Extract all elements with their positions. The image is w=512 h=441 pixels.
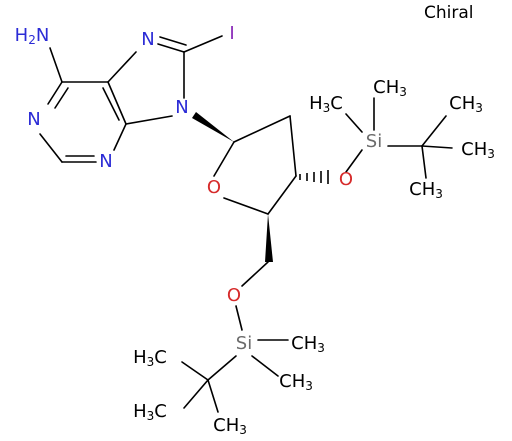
bond-ctert-me1	[421, 115, 447, 147]
bond-c4-o	[223, 197, 269, 215]
wedge-c4-c5p	[265, 214, 273, 262]
atom-o5: O	[227, 285, 241, 306]
bond-n3-c4	[113, 123, 127, 151]
atom-iodine: I	[229, 23, 234, 44]
bond-c8-i	[183, 35, 223, 53]
bond-c2-c3	[289, 115, 297, 177]
bond-c5-n7	[107, 51, 137, 83]
wedge-c1-n9	[192, 112, 234, 142]
bond-n7-c8-double	[159, 36, 187, 46]
stereo-bonds	[192, 112, 329, 262]
atom-o3: O	[339, 169, 353, 190]
bond-ctert-me2	[421, 145, 453, 149]
bond-o5-si	[235, 305, 243, 331]
chiral-label: Chiral	[424, 3, 474, 23]
atom-n7: N	[141, 29, 154, 50]
atom-labels: H2N N N N N I O O O Si Si H3C CH3 CH3 CH…	[15, 23, 495, 437]
methyl-top-t3: CH3	[409, 179, 443, 201]
bond-c6-n1	[47, 81, 63, 105]
methyl-top-upper: CH3	[373, 77, 407, 99]
bond-c6-n1-double	[54, 87, 69, 109]
bond-ctert-me3	[421, 145, 427, 179]
bond-c1-c2	[233, 115, 291, 143]
bond-si-ctert-b	[207, 355, 237, 381]
methyl-bottom-right2: CH3	[279, 371, 313, 393]
bond-n7-c8	[157, 43, 185, 53]
methyl-top-left: H3C	[309, 93, 343, 115]
atom-amine: H2N	[15, 25, 50, 47]
bond-o-c1	[213, 141, 235, 177]
bond-c4-c5	[107, 81, 127, 125]
methyl-top-t1: CH3	[449, 93, 483, 115]
bond-ctertb-me3	[207, 379, 219, 413]
methyl-bottom-right1: CH3	[291, 333, 325, 355]
bond-c6-nh2	[49, 47, 63, 83]
methyl-bottom-t1: H3C	[133, 347, 167, 369]
methyl-bottom-t2: H3C	[133, 401, 167, 423]
bond-o3-si	[345, 149, 363, 173]
atom-n3: N	[99, 151, 112, 172]
bond-si-me-left	[345, 113, 363, 133]
bond-c5p-o5	[241, 261, 269, 287]
bond-c3-c4	[267, 175, 297, 215]
atom-si-bottom: Si	[236, 333, 252, 354]
bond-n1-c2	[39, 133, 63, 163]
atom-si-top: Si	[366, 131, 382, 152]
bonds	[39, 35, 453, 413]
hash-c3-o3	[299, 170, 329, 184]
bond-ctertb-me2	[183, 379, 209, 409]
atom-ring-o: O	[207, 177, 221, 198]
bond-c4-c5-double	[102, 87, 120, 121]
bond-n9-c4	[125, 115, 173, 125]
atom-n9: N	[175, 97, 188, 118]
methyl-top-t2: CH3	[461, 139, 495, 161]
methyl-bottom-t3: CH3	[213, 415, 247, 437]
bond-ctertb-me1	[181, 361, 209, 381]
bond-si-me-right2	[251, 355, 279, 377]
atom-n1: N	[27, 109, 40, 130]
